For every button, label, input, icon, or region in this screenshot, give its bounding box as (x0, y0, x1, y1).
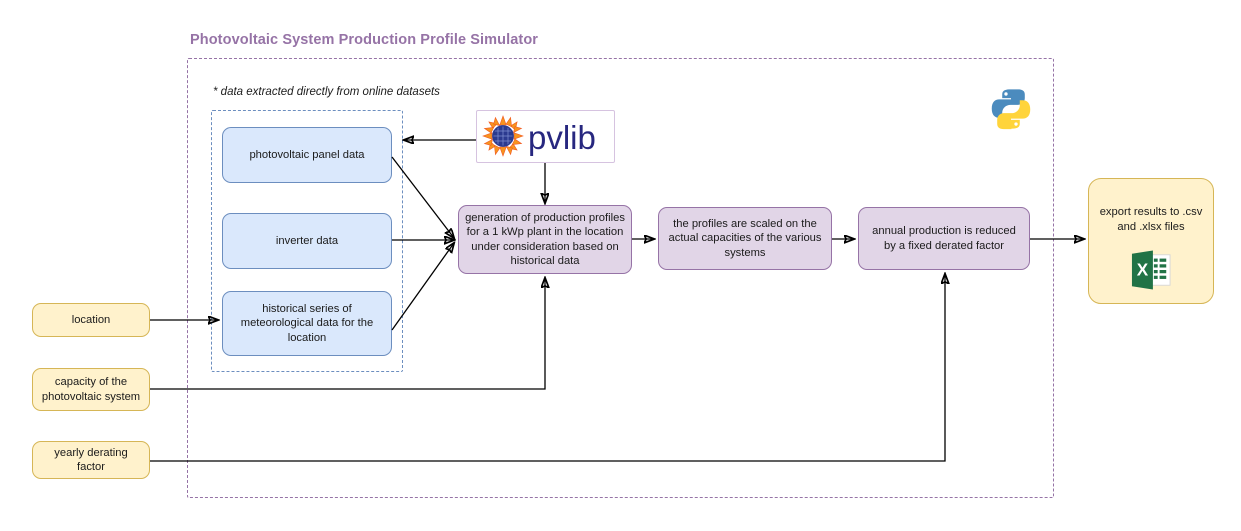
node-scale-profiles[interactable]: the profiles are scaled on the actual ca… (658, 207, 832, 270)
sun-solar-panel-icon (482, 115, 524, 157)
pvlib-logo-box[interactable]: pvlib (476, 110, 615, 163)
node-inverter-data[interactable]: inverter data (222, 213, 392, 269)
node-historical-meteorological-data[interactable]: historical series of meteorological data… (222, 291, 392, 356)
node-input-capacity[interactable]: capacity of the photovoltaic system (32, 368, 150, 411)
export-label: export results to .csv and .xlsx files (1099, 206, 1203, 233)
node-input-yearly-derating-factor[interactable]: yearly derating factor (32, 441, 150, 479)
node-input-location[interactable]: location (32, 303, 150, 337)
data-source-note: * data extracted directly from online da… (213, 86, 440, 98)
node-photovoltaic-panel-data[interactable]: photovoltaic panel data (222, 127, 392, 183)
node-annual-production-derated[interactable]: annual production is reduced by a fixed … (858, 207, 1030, 270)
pvlib-wordmark: pvlib (528, 119, 596, 156)
node-export-results[interactable]: export results to .csv and .xlsx files X (1088, 178, 1214, 304)
svg-text:X: X (1137, 260, 1149, 280)
python-logo-icon (988, 86, 1034, 132)
pvlib-logo-icon: pvlib (482, 115, 596, 157)
excel-icon: X (1131, 250, 1171, 290)
page-title: Photovoltaic System Production Profile S… (190, 32, 539, 48)
node-generation-production-profiles[interactable]: generation of production profiles for a … (458, 205, 632, 274)
